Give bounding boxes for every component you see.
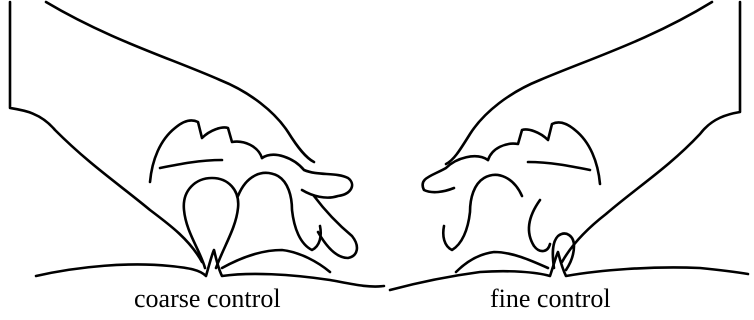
fine-control-caption: fine control (490, 284, 611, 314)
left-hand-outline (10, 2, 202, 262)
right-finger-tip (456, 252, 548, 272)
fine-control-hand (390, 2, 748, 290)
left-finger-tip (222, 250, 330, 272)
right-knuckle-crease (528, 162, 590, 170)
left-hand-top-edge (46, 2, 314, 162)
left-middle-finger (238, 173, 321, 250)
left-index-finger (150, 120, 262, 182)
right-middle-finger (443, 175, 522, 250)
right-index-finger (488, 122, 600, 184)
right-thumb-tip (553, 234, 574, 270)
coarse-control-caption: coarse control (134, 284, 281, 314)
coarse-control-hand (10, 2, 384, 287)
right-ring-finger (423, 156, 488, 192)
left-knuckle-crease (160, 160, 222, 168)
right-palm-lines (529, 200, 550, 251)
left-skin-surface (36, 250, 384, 287)
right-hand-outline (562, 2, 740, 262)
right-hand-top-edge (446, 2, 712, 164)
